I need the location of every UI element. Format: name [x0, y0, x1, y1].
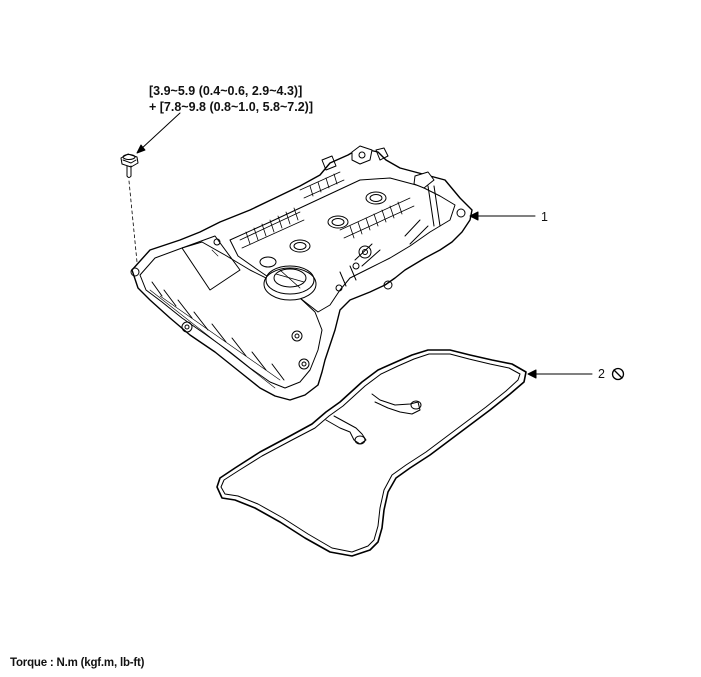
torque-leader-arrowhead: [136, 144, 146, 154]
torque-units-note: Torque : N.m (kgf.m, lb-ft): [10, 657, 145, 669]
torque-spec-line-1: [3.9~5.9 (0.4~0.6, 2.9~4.3)]: [149, 84, 303, 98]
torque-spec-line-2: + [7.8~9.8 (0.8~1.0, 5.8~7.2)]: [149, 100, 314, 114]
cylinder-head-cover: [130, 145, 473, 401]
callout-2-arrowhead: [527, 369, 537, 379]
callout-1-arrowhead: [469, 211, 479, 221]
torque-leader-line: [139, 112, 181, 151]
bolt-icon: [120, 153, 139, 178]
cylinder-head-cover-gasket: [216, 349, 527, 557]
do-not-reuse-icon: [611, 367, 625, 381]
torque-spec: [3.9~5.9 (0.4~0.6, 2.9~4.3)] + [7.8~9.8 …: [149, 83, 313, 115]
callout-number-2: 2: [598, 367, 605, 381]
bolt-alignment-line: [128, 180, 138, 263]
callout-number-1: 1: [541, 210, 548, 224]
oil-filler-cap: [263, 265, 317, 301]
